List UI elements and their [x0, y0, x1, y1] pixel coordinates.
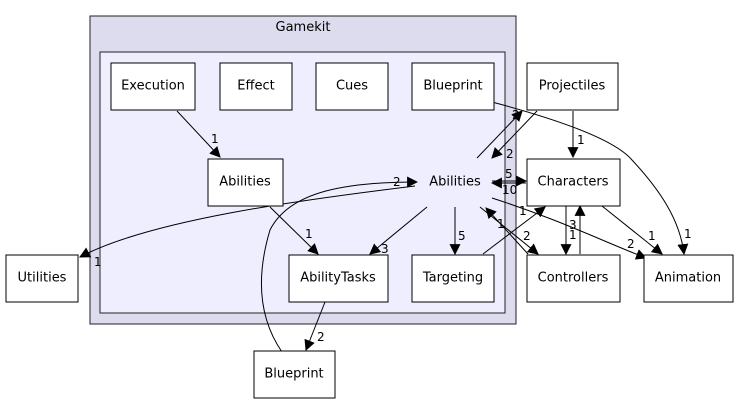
edge-main-animation: [491, 197, 648, 260]
node-blueprint-outer-label: Blueprint: [264, 367, 323, 382]
node-targeting[interactable]: Targeting: [411, 254, 495, 303]
edge-label: 1: [94, 255, 102, 269]
node-abilities-inner-label: Abilities: [219, 175, 271, 190]
edges: [79, 101, 689, 353]
edge-label: 1: [684, 227, 692, 241]
edge-label: 1: [648, 229, 656, 243]
node-ability-tasks[interactable]: AbilityTasks: [288, 254, 389, 303]
node-effect-label: Effect: [237, 79, 274, 94]
edge-label: 2: [317, 330, 325, 344]
edge-label: 3: [381, 242, 389, 256]
edge-label: 2: [506, 147, 514, 161]
edge-label: 2: [393, 175, 401, 189]
node-controllers[interactable]: Controllers: [526, 254, 621, 303]
node-projectiles[interactable]: Projectiles: [526, 62, 619, 111]
edge-main-projectiles: [476, 110, 523, 159]
node-blueprint-outer[interactable]: Blueprint: [253, 350, 336, 399]
edge-blueprint-animation: [491, 101, 689, 256]
edge-label: 2: [512, 108, 520, 122]
edge-abilities-abilitytasks: [269, 206, 319, 255]
edge-blueprint-main: [260, 176, 419, 353]
edge-controllers-main: [485, 207, 529, 255]
edge-projectiles-main: [491, 110, 538, 159]
node-execution[interactable]: Execution: [110, 62, 196, 111]
edge-label: 1: [569, 228, 577, 242]
node-blueprint-inner[interactable]: Blueprint: [411, 62, 495, 111]
edge-targeting-characters: [482, 206, 546, 255]
edge-label: 1: [519, 204, 527, 218]
edge-label: 2: [523, 229, 531, 243]
node-abilities-main-label: Abilities: [429, 175, 481, 190]
edge-execution-abilities: [176, 110, 221, 158]
node-characters-label: Characters: [538, 175, 609, 190]
node-characters[interactable]: Characters: [526, 158, 621, 207]
edge-label: 5: [458, 229, 466, 243]
edge-abilitytasks-blueprint: [304, 301, 326, 352]
node-animation-label: Animation: [655, 271, 721, 286]
node-blueprint-inner-label: Blueprint: [423, 79, 482, 94]
node-abilities-inner[interactable]: Abilities: [207, 158, 284, 207]
cluster-gamekit-label: Gamekit: [276, 20, 331, 35]
node-ability-tasks-label: AbilityTasks: [300, 271, 376, 286]
edge-label: 1: [211, 132, 219, 146]
edge-main-utilities: [79, 185, 416, 258]
node-controllers-label: Controllers: [538, 271, 609, 286]
node-cues[interactable]: Cues: [315, 62, 389, 111]
edge-main-abilitytasks: [369, 206, 428, 255]
node-animation[interactable]: Animation: [643, 254, 734, 303]
edge-label: 3: [569, 218, 577, 232]
edge-label: 2: [627, 237, 635, 251]
node-targeting-label: Targeting: [422, 271, 483, 286]
edge-label: 1: [497, 217, 505, 231]
edge-label: 5: [505, 167, 513, 181]
node-abilities-main[interactable]: Abilities: [429, 175, 481, 190]
node-effect[interactable]: Effect: [219, 62, 293, 111]
edge-label: 10: [502, 183, 517, 197]
edge-characters-animation: [601, 205, 663, 255]
edge-labels: 1 1 3 5 1 2 2 2 5 10 1 2 1 1 3 1 1 2 1 2: [94, 108, 692, 344]
node-cues-label: Cues: [336, 79, 368, 94]
node-execution-label: Execution: [121, 79, 185, 94]
edge-label: 1: [577, 133, 585, 147]
edge-label: 1: [305, 227, 313, 241]
node-utilities-label: Utilities: [18, 271, 67, 286]
node-utilities[interactable]: Utilities: [5, 254, 79, 303]
node-projectiles-label: Projectiles: [539, 79, 606, 94]
